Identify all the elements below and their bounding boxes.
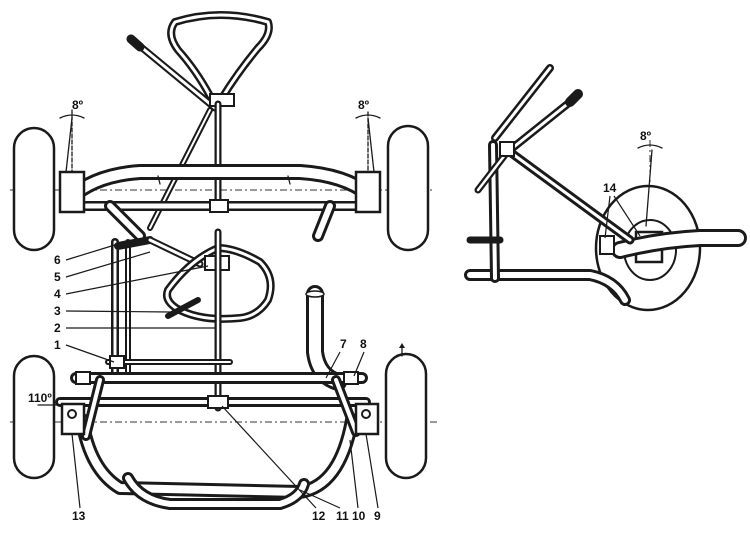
callout-3: 3 [54,304,61,318]
top-left-wheel [12,126,56,252]
bottom-right-kingpin [354,402,380,436]
bottom-left-wheel [12,354,56,480]
top-right-angle-label: 8º [358,98,370,112]
top-left-angle-label: 8º [72,98,84,112]
top-right-wheel [386,124,430,252]
callout-7: 7 [340,337,347,351]
callout-1: 1 [54,338,61,352]
callout-10: 10 [352,509,366,523]
side-angle-label: 8º [640,129,652,143]
callout-6: 6 [54,253,61,267]
top-left-kingpin [58,170,86,214]
callout-12: 12 [312,509,326,523]
top-column-bracket [209,199,229,213]
callout-14: 14 [603,181,617,195]
top-right-kingpin [354,170,382,214]
callout-5: 5 [54,270,61,284]
bottom-bumper-frame [75,413,359,499]
bottom-column-bracket [207,395,229,409]
bottom-left-kingpin [60,402,86,436]
bottom-view-assembly: 110º [10,228,440,510]
callout-4: 4 [54,287,61,301]
callout-labels: 6 5 4 3 2 1 7 8 13 12 11 10 9 [54,243,381,523]
bottom-angle-label: 110º [28,391,52,405]
callout-2: 2 [54,321,61,335]
top-steering-hub [209,93,235,107]
top-rod-grip [126,34,145,52]
callout-11: 11 [336,509,349,523]
callout-13: 13 [72,509,86,523]
callout-9: 9 [374,509,381,523]
top-view-assembly: 8º 8º [10,11,432,252]
bottom-right-wheel [384,352,428,480]
side-view-assembly: 8º 14 [464,64,747,312]
callout-8: 8 [360,337,367,351]
